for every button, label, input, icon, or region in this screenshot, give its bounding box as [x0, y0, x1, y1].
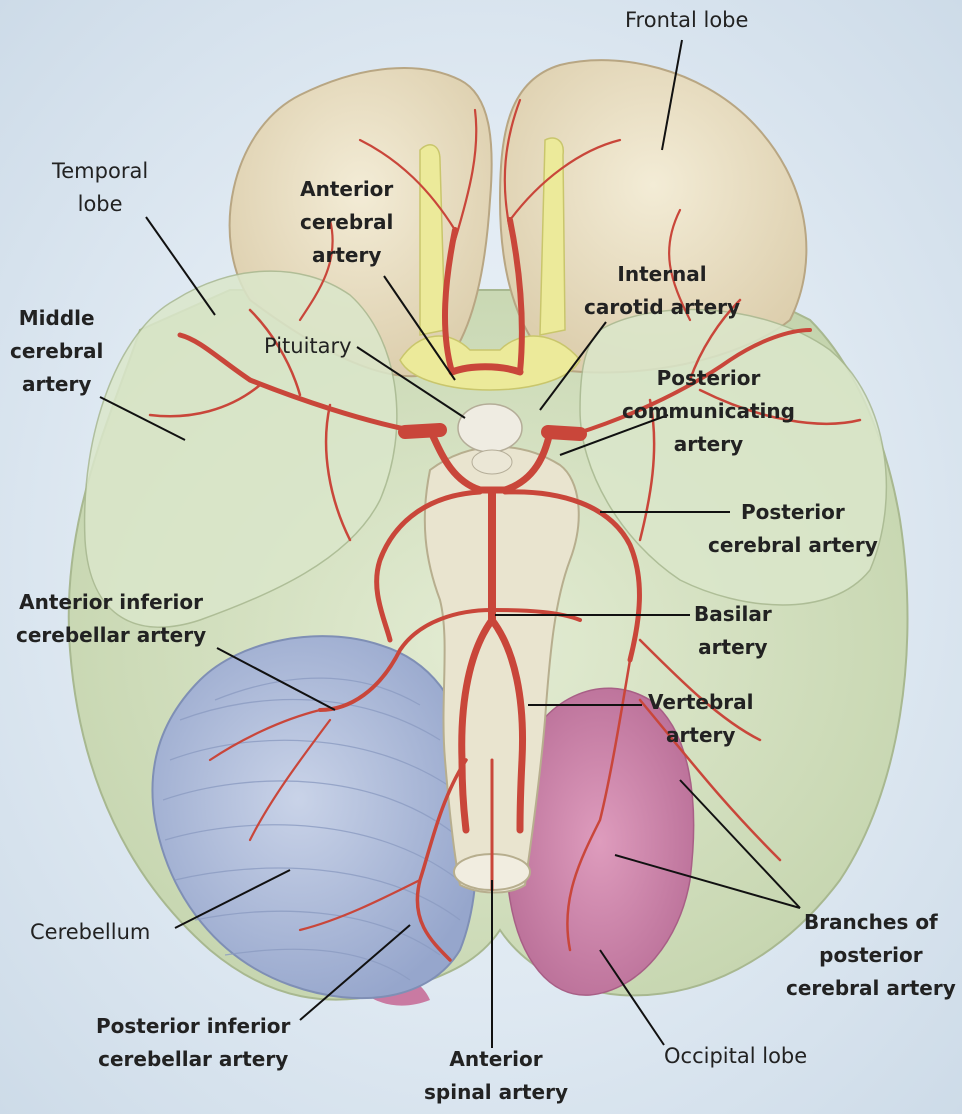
label-basilar-line1: Basilar — [694, 602, 772, 626]
label-branches-line3: cerebral artery — [786, 976, 956, 1000]
label-branches-line1: Branches of — [803, 910, 938, 934]
label-temporal-lobe-line1: Temporal — [52, 159, 149, 183]
label-frontal-lobe: Frontal lobe — [625, 8, 749, 32]
label-basilar-line2: artery — [698, 635, 768, 659]
label-anterior-spinal-artery: Anterior spinal artery — [424, 1043, 568, 1109]
label-pca-line1: Posterior — [740, 500, 845, 524]
label-aica-line1: Anterior inferior — [19, 590, 203, 614]
arteries — [148, 98, 862, 962]
label-branches-of-posterior-cerebral-artery: Branches of posterior cerebral artery — [786, 906, 956, 1005]
cerebellum — [151, 635, 478, 1000]
label-mca-line3: artery — [22, 372, 92, 396]
leader-lines — [99, 39, 801, 1048]
label-vertebral-line2: artery — [666, 723, 736, 747]
label-posterior-cerebral-artery: Posterior cerebral artery — [708, 496, 878, 562]
label-aica-line2: cerebellar artery — [16, 623, 207, 647]
temporal-lobe-left — [83, 270, 398, 628]
label-asa-line1: Anterior — [449, 1047, 543, 1071]
label-internal-carotid-artery: Internal carotid artery — [584, 258, 740, 324]
label-pcom-line1: Posterior — [656, 366, 761, 390]
mammillary — [471, 449, 513, 475]
label-temporal-lobe-line2: lobe — [77, 192, 123, 216]
label-aca-line1: Anterior — [300, 177, 394, 201]
label-posterior-inferior-cerebellar-artery: Posterior inferior cerebellar artery — [96, 1010, 290, 1076]
label-branches-line2: posterior — [819, 943, 923, 967]
optic-nerve-right — [539, 137, 566, 336]
label-vertebral-artery: Vertebral artery — [648, 686, 753, 752]
label-basilar-artery: Basilar artery — [694, 598, 772, 664]
label-temporal-lobe: Temporal lobe — [52, 155, 148, 221]
label-pcom-line3: artery — [673, 432, 744, 456]
label-pica-line1: Posterior inferior — [96, 1014, 291, 1038]
label-asa-line2: spinal artery — [424, 1080, 569, 1104]
occipital-lobe — [504, 687, 695, 996]
temporal-lobe-right — [579, 308, 888, 606]
label-anterior-inferior-cerebellar-artery: Anterior inferior cerebellar artery — [16, 586, 206, 652]
label-middle-cerebral-artery: Middle cerebral artery — [10, 302, 103, 401]
label-mca-line1: Middle — [18, 306, 95, 330]
label-pcom-line2: communicating — [622, 399, 795, 423]
label-mca-line2: cerebral — [10, 339, 104, 363]
pituitary — [457, 403, 523, 453]
label-posterior-communicating-artery: Posterior communicating artery — [622, 362, 795, 461]
label-ica-line2: carotid artery — [584, 295, 741, 319]
label-occipital-lobe: Occipital lobe — [664, 1044, 808, 1068]
label-pituitary: Pituitary — [264, 334, 352, 358]
label-pica-line2: cerebellar artery — [98, 1047, 289, 1071]
label-anterior-cerebral-artery: Anterior cerebral artery — [300, 173, 393, 272]
label-cerebellum: Cerebellum — [30, 920, 151, 944]
label-ica-line1: Internal — [617, 262, 707, 286]
label-aca-line2: cerebral — [300, 210, 394, 234]
label-aca-line3: artery — [312, 243, 382, 267]
cerebellum-folia — [162, 677, 466, 981]
label-pca-line2: cerebral artery — [708, 533, 878, 557]
label-vertebral-line1: Vertebral — [648, 690, 754, 714]
